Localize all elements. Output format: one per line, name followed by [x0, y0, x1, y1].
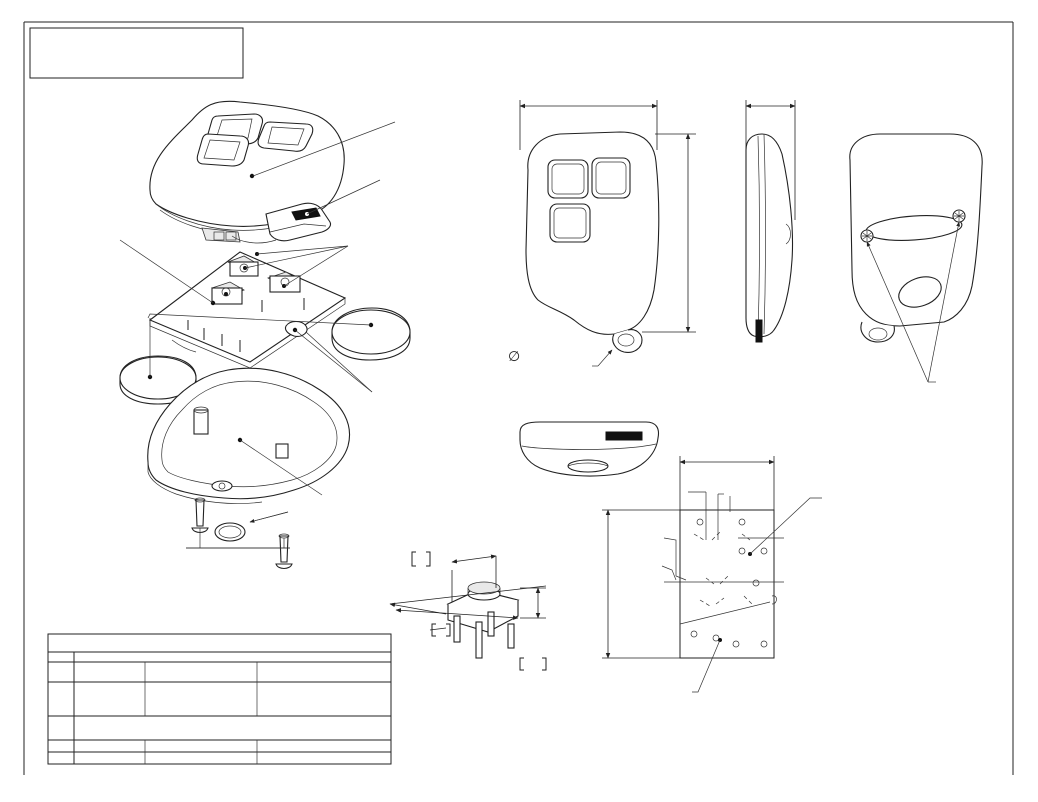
- diameter-symbol: ∅: [508, 349, 520, 365]
- top-cover: [149, 100, 345, 243]
- front-view: [519, 100, 696, 367]
- circuit-board: [148, 251, 347, 369]
- key-ring: [214, 522, 246, 542]
- side-view: [745, 100, 796, 343]
- sheet-border: [23, 21, 1014, 775]
- bottom-housing: [147, 367, 350, 504]
- parts-table: [47, 633, 392, 765]
- title-box: [29, 27, 244, 79]
- rear-view: [849, 133, 983, 383]
- screws: [191, 497, 293, 570]
- switch-detail: [389, 551, 547, 671]
- pcb-layout: [602, 456, 822, 693]
- leader-lines: [119, 121, 396, 549]
- coin-battery-right: [331, 307, 411, 361]
- bottom-view: [519, 421, 660, 477]
- exploded-view: [119, 100, 411, 570]
- coin-battery-left: [119, 355, 197, 405]
